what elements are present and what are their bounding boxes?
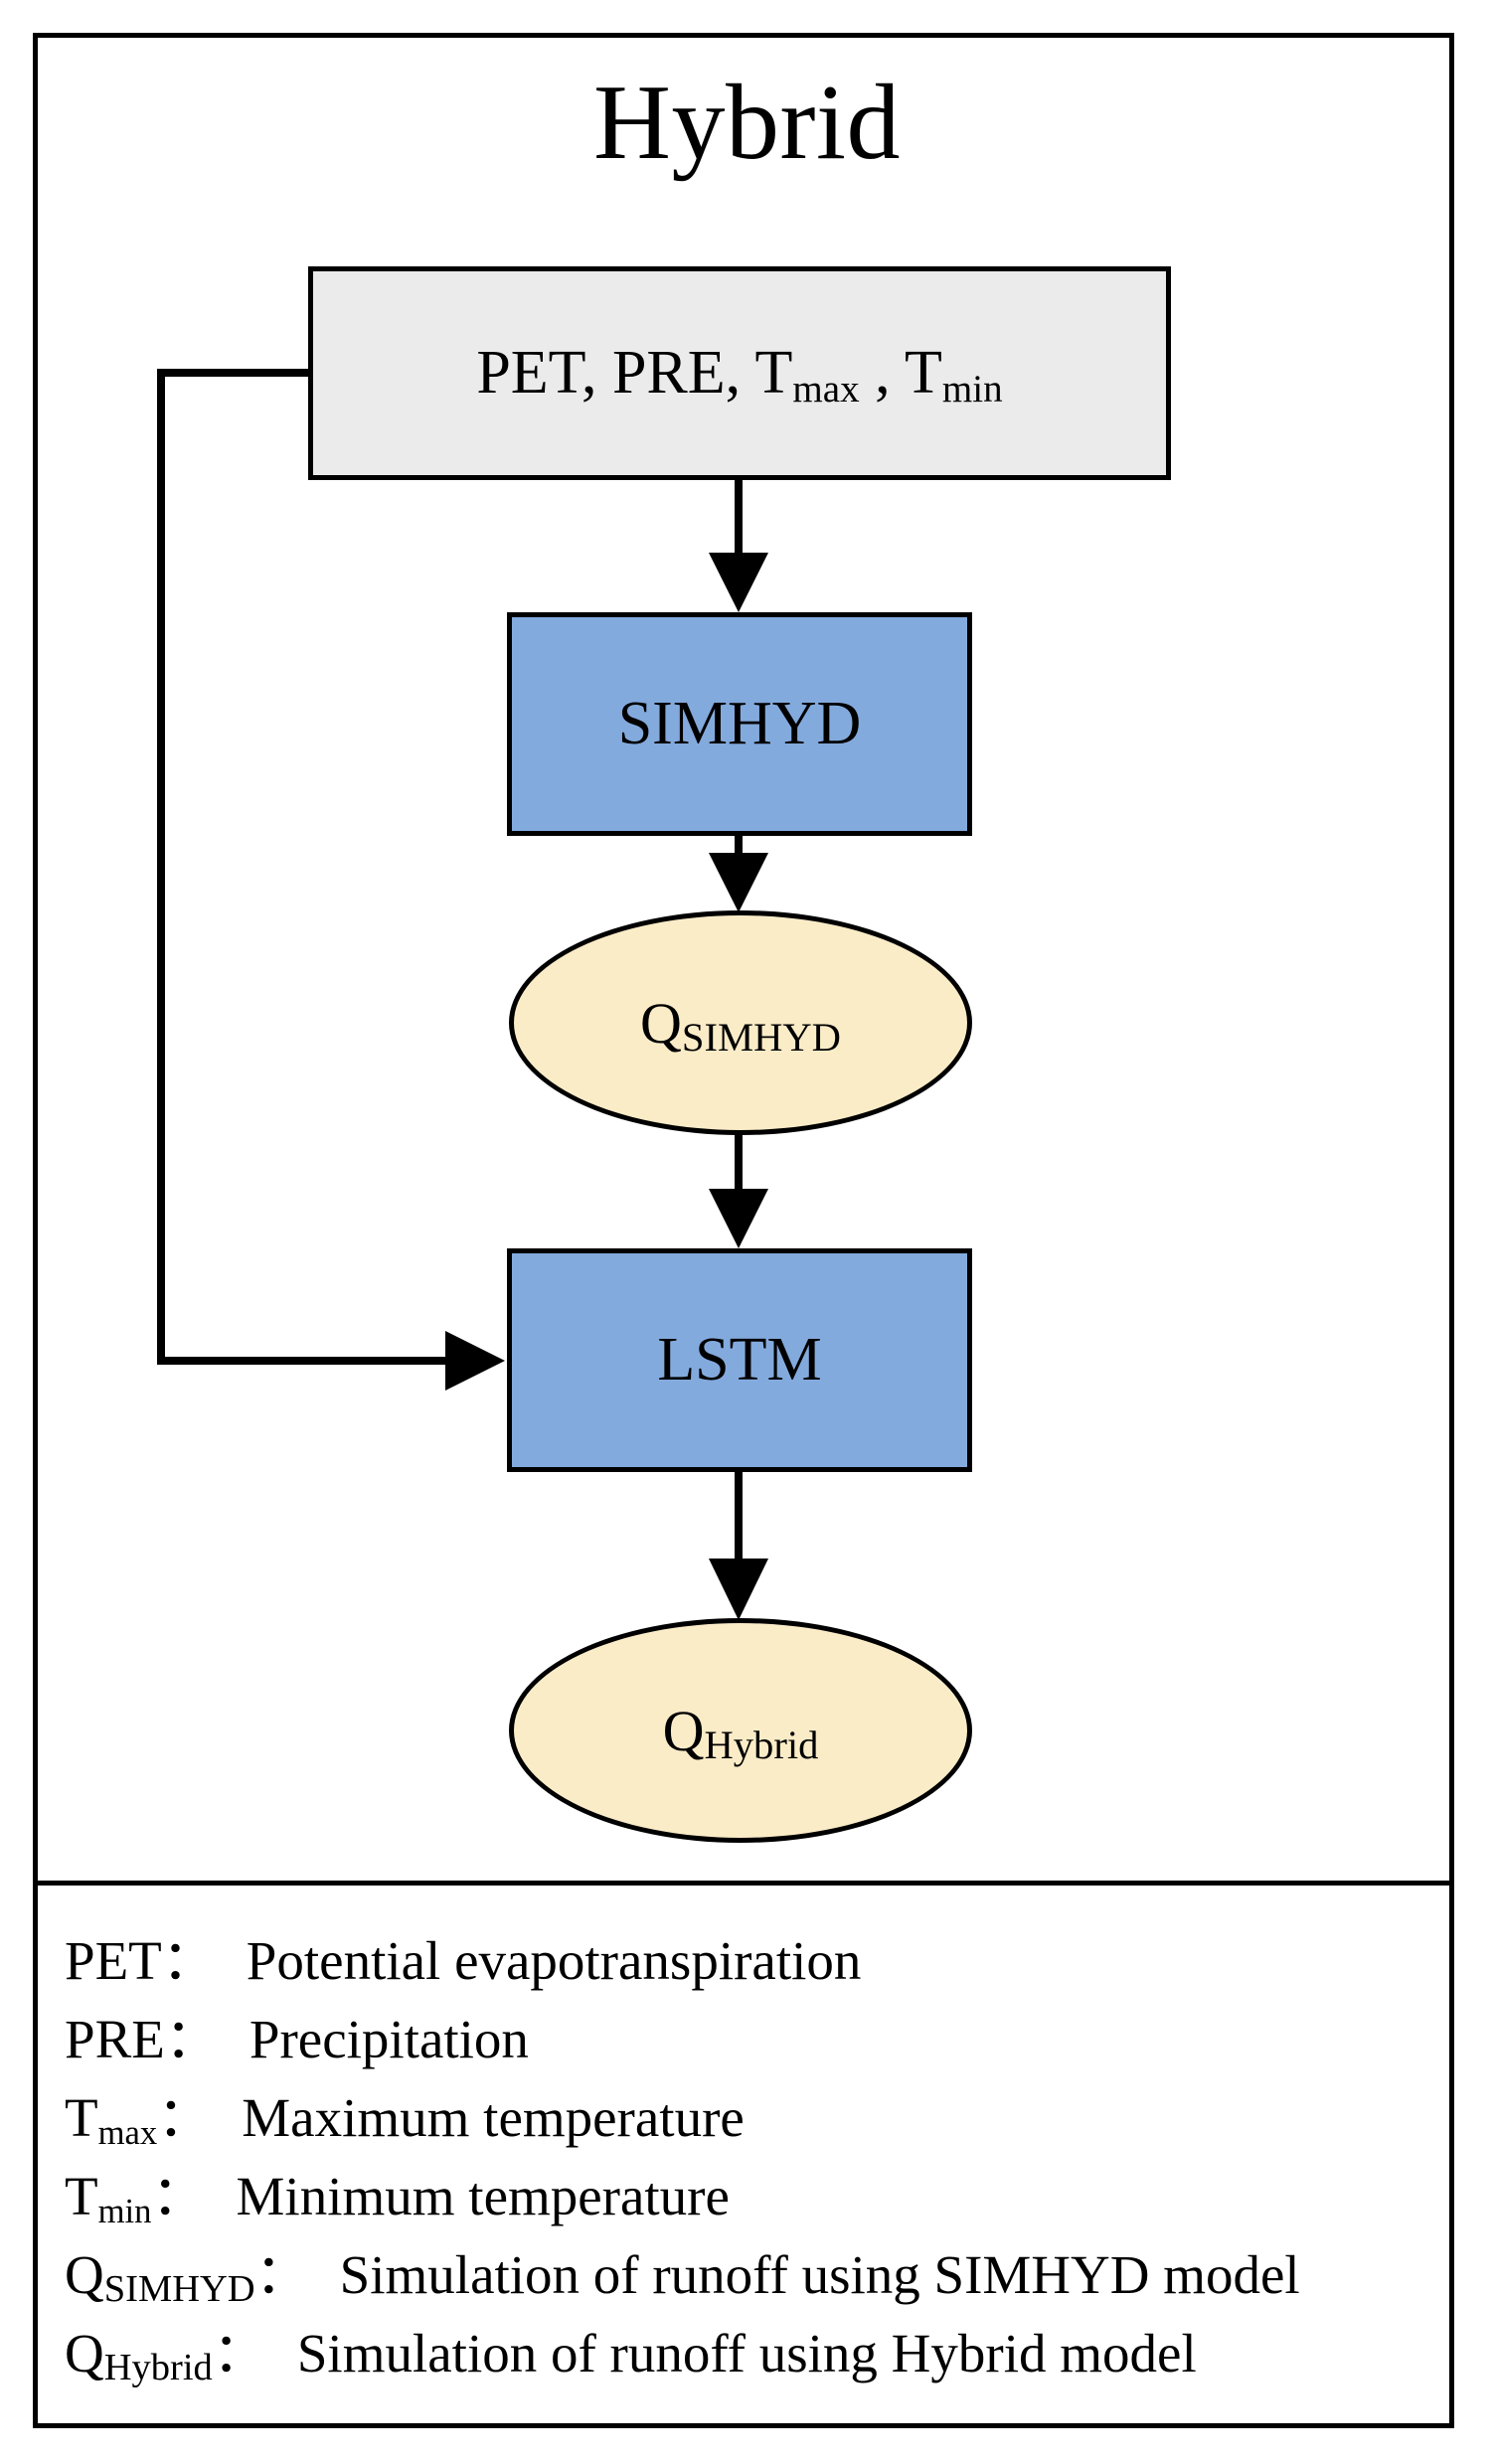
node-q-simhyd[interactable]: QSIMHYD <box>509 910 972 1135</box>
section-divider <box>33 1881 1454 1886</box>
legend-row: PET ： Potential evapotranspiration <box>65 1915 1454 1994</box>
legend-row: QHybrid ： Simulation of runoff using Hyb… <box>65 2308 1454 2388</box>
legend-term: Tmin <box>65 2166 152 2230</box>
node-simhyd[interactable]: SIMHYD <box>507 612 972 836</box>
legend-row: PRE ： Precipitation <box>65 1994 1454 2072</box>
legend-colon: ： <box>164 2009 220 2069</box>
node-lstm-label: LSTM <box>657 1326 822 1394</box>
subscript-max: max <box>792 367 860 411</box>
subscript-min: min <box>941 367 1003 411</box>
page-title: Hybrid <box>593 64 901 182</box>
legend-term: QHybrid <box>65 2323 213 2388</box>
legend-description: Potential evapotranspiration <box>246 1930 862 1991</box>
legend-term: PET <box>65 1930 162 1991</box>
legend-description: Minimum temperature <box>236 2166 730 2226</box>
legend-term: PRE <box>65 2009 165 2069</box>
node-q-hybrid[interactable]: QHybrid <box>509 1618 972 1843</box>
node-lstm[interactable]: LSTM <box>507 1248 972 1472</box>
node-input-variables[interactable]: PET, PRE, Tmax , Tmin <box>308 266 1171 480</box>
node-simhyd-label: SIMHYD <box>617 690 862 757</box>
legend-description: Simulation of runoff using SIMHYD model <box>339 2244 1300 2305</box>
legend-term-subscript: SIMHYD <box>103 2267 255 2310</box>
legend-colon: ： <box>157 2087 213 2148</box>
legend-row: Tmin ： Minimum temperature <box>65 2151 1454 2230</box>
node-q-simhyd-label: QSIMHYD <box>640 990 841 1060</box>
legend-term-subscript: max <box>97 2113 158 2152</box>
legend-term: QSIMHYD <box>65 2244 255 2310</box>
legend-colon: ： <box>212 2323 267 2383</box>
legend-pane: PET ： Potential evapotranspiration PRE ：… <box>33 1886 1454 2428</box>
legend-colon: ： <box>254 2244 310 2305</box>
node-q-hybrid-label: QHybrid <box>662 1698 819 1767</box>
legend-colon: ： <box>151 2166 207 2226</box>
subscript-hybrid: Hybrid <box>704 1722 819 1767</box>
legend-term-subscript: Hybrid <box>103 2346 213 2388</box>
subscript-simhyd: SIMHYD <box>681 1014 841 1060</box>
legend-description: Precipitation <box>249 2009 529 2069</box>
legend-term-subscript: min <box>97 2192 152 2230</box>
legend-row: QSIMHYD ： Simulation of runoff using SIM… <box>65 2229 1454 2310</box>
legend-term: Tmax <box>65 2087 158 2152</box>
legend-colon: ： <box>161 1930 217 1991</box>
legend-description: Simulation of runoff using Hybrid model <box>296 2323 1197 2383</box>
node-input-label: PET, PRE, Tmax , Tmin <box>476 339 1003 411</box>
legend-description: Maximum temperature <box>242 2087 745 2148</box>
legend-row: Tmax ： Maximum temperature <box>65 2072 1454 2152</box>
